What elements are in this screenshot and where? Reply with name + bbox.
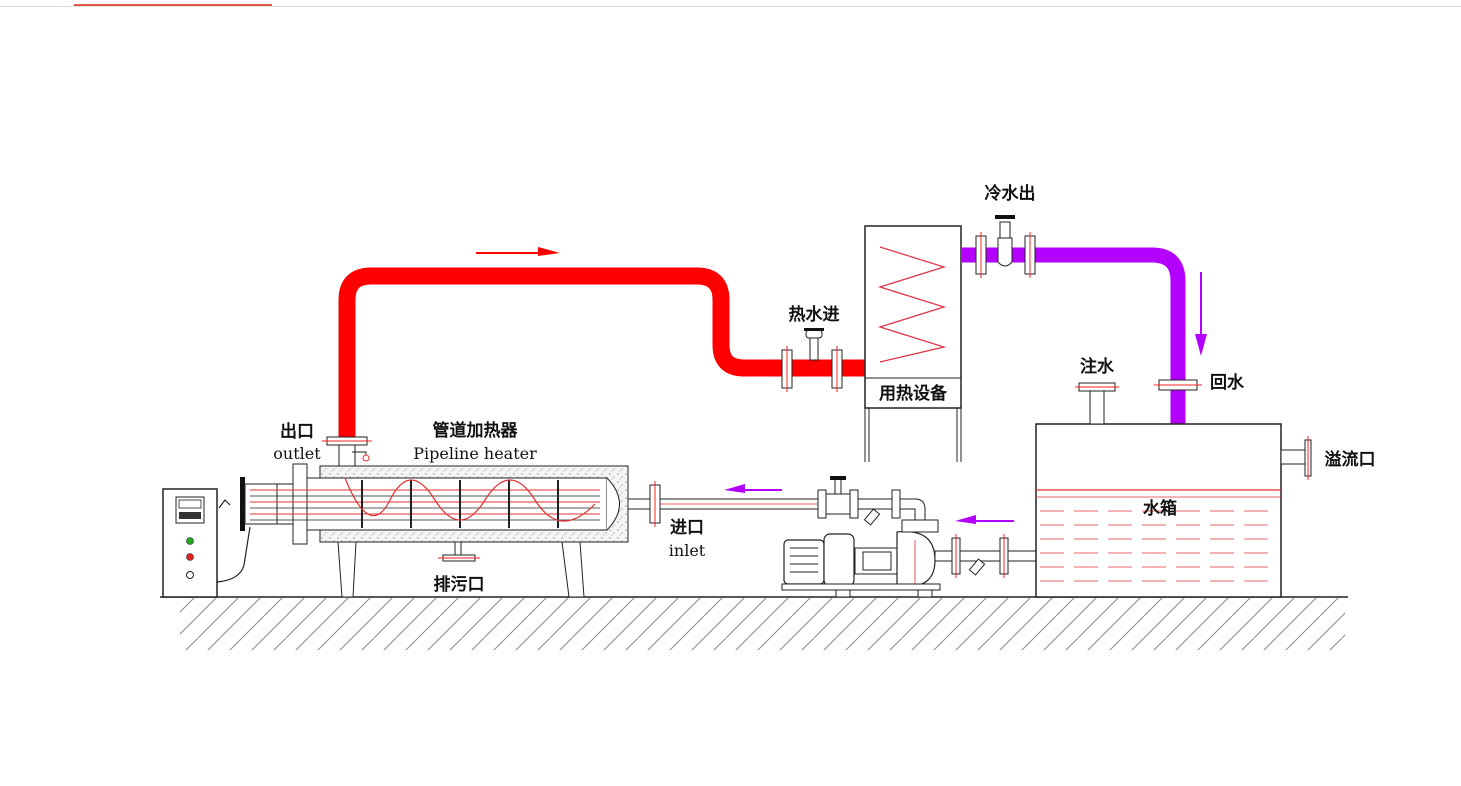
flow-arrow-icon [476, 247, 560, 256]
cold-out-label: 冷水出 [985, 183, 1036, 204]
valve-icon [781, 328, 843, 392]
inlet-pipe [627, 476, 926, 527]
water-tank [1035, 382, 1312, 598]
inlet-label-cn: 进口 [670, 518, 704, 538]
heat-equipment-label: 用热设备 [879, 383, 948, 404]
fill-label: 注水 [1080, 356, 1115, 377]
return-label: 回水 [1210, 372, 1245, 393]
hot-in-label: 热水进 [789, 304, 840, 325]
heat-equipment [864, 225, 962, 462]
flow-arrow-icon [955, 515, 1014, 524]
tank-label: 水箱 [1143, 498, 1177, 519]
return-flange [1154, 379, 1202, 391]
flow-arrow-icon [1195, 272, 1207, 356]
heater-label-cn: 管道加热器 [433, 420, 519, 441]
suction-pipe [934, 534, 1037, 578]
flow-arrow-icon [724, 484, 782, 493]
outlet-label-en: outlet [273, 444, 321, 463]
top-accent-line [74, 4, 272, 6]
ground [160, 596, 1348, 650]
top-divider [0, 0, 1461, 7]
drain-label: 排污口 [434, 574, 485, 595]
pipeline-heater [240, 436, 629, 598]
heater-label-en: Pipeline heater [413, 444, 537, 463]
valve-icon [975, 215, 1036, 278]
overflow-label: 溢流口 [1325, 449, 1376, 470]
inlet-label-en: inlet [669, 541, 706, 560]
pump-icon [781, 519, 1036, 598]
outlet-label-cn: 出口 [280, 421, 314, 442]
heat-coil-icon [877, 246, 947, 363]
return-pipe [962, 247, 1186, 424]
control-cabinet-icon [162, 488, 251, 598]
hot-water-pipe [338, 267, 866, 442]
